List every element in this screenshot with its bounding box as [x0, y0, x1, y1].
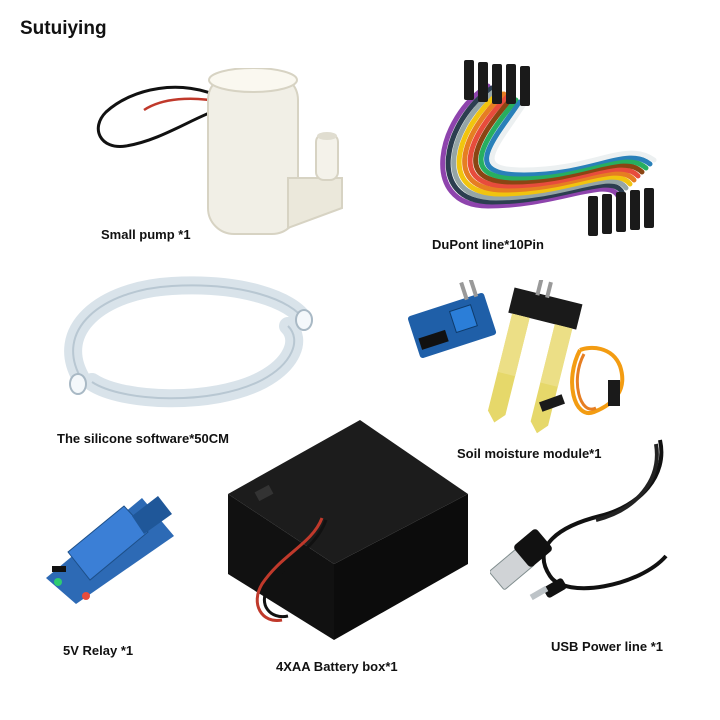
usb-cable-icon: [490, 439, 668, 601]
soil-moisture-label: Soil moisture module*1: [457, 446, 602, 461]
usb-power-label: USB Power line *1: [551, 639, 663, 654]
battery-box-label: 4XAA Battery box*1: [276, 659, 398, 674]
dupont-cable-icon: [440, 60, 657, 236]
relay-label: 5V Relay *1: [63, 643, 134, 658]
brand-title: Sutuiying: [20, 18, 107, 39]
small-pump-label: Small pump *1: [101, 227, 191, 242]
soil-sensor-icon: [407, 280, 625, 434]
dupont-line-label: DuPont line*10Pin: [432, 237, 544, 252]
relay-icon: [46, 496, 174, 604]
pump-icon: [96, 68, 343, 235]
silicone-tube-label: The silicone software*50CM: [57, 431, 229, 446]
silicone-tube-icon: [64, 276, 313, 408]
battery-box-icon: [228, 420, 468, 640]
